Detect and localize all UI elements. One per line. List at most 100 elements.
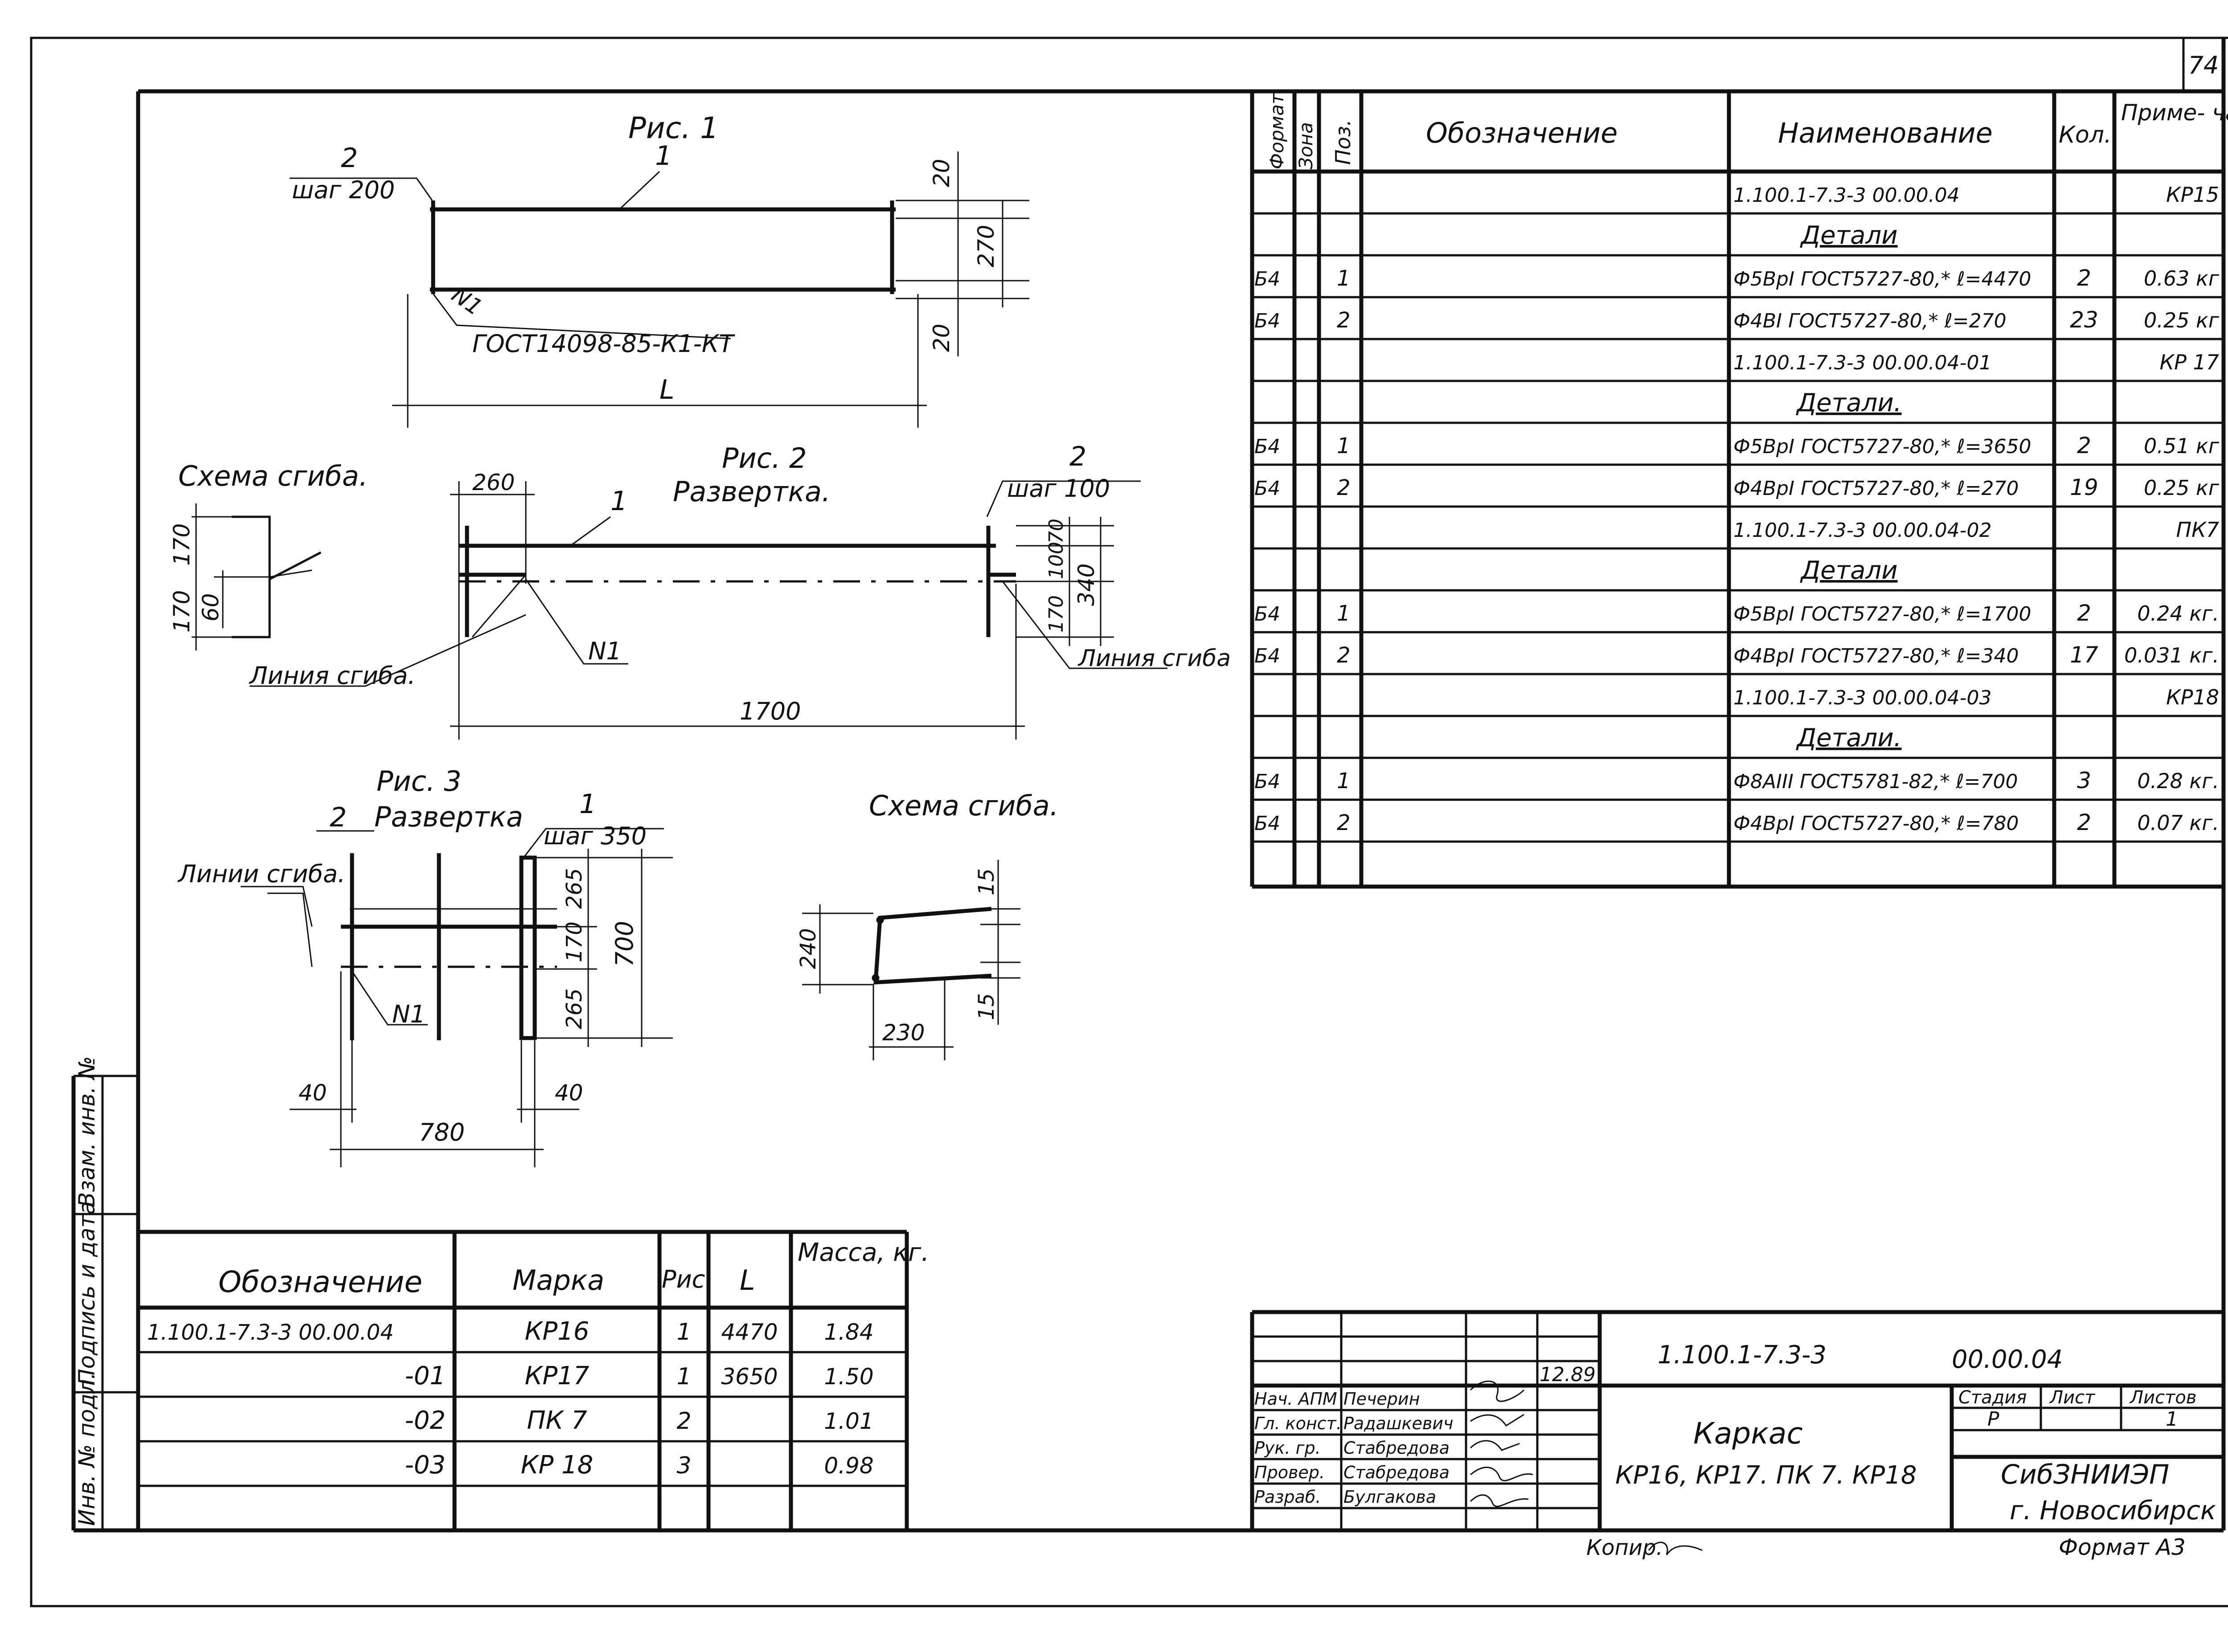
spec-row-name: Ф5ВрI ГОСТ5727-80,* ℓ=1700	[1733, 603, 2031, 626]
fig1-gost: ГОСТ14098-85-К1-КТ	[472, 330, 735, 358]
spec-header-name: Наименование	[1778, 117, 1993, 149]
fig1-pos1: 1	[655, 140, 672, 172]
tb-code: 1.100.1-7.3-3	[1658, 1341, 1827, 1370]
spec-row-name: 1.100.1-7.3-3 00.00.04-03	[1733, 687, 1991, 709]
marks-row-length: 4470	[721, 1319, 778, 1345]
marks-row-fig: 3	[676, 1452, 691, 1479]
spec-row-pos: 2	[1337, 810, 1351, 835]
tb-person: Стабредова	[1343, 1463, 1450, 1482]
marks-row-mark: ПК 7	[527, 1406, 587, 1435]
signature-5	[1470, 1494, 1529, 1507]
spec-row-note: КР15	[2166, 183, 2219, 207]
fig2-dim-c: 170	[1045, 595, 1068, 633]
spec-row-format: Б4	[1254, 812, 1280, 835]
spec-row-heading: Детали.	[1795, 724, 1901, 752]
fig2-dim-a: 100	[1045, 542, 1068, 579]
spec-row-name: Ф4ВрI ГОСТ5727-80,* ℓ=780	[1733, 812, 2019, 835]
bend-scheme-1: Схема сгиба. 170 170 60	[169, 460, 368, 650]
bend3-title: Схема сгиба.	[869, 789, 1059, 822]
fig3-bend-lines: Линии сгиба.	[177, 860, 345, 888]
spec-row-qty: 2	[2077, 810, 2091, 835]
title-block: 12.89 1.100.1-7.3-3 00.00.04 Каркас КР16…	[1250, 1310, 2224, 1560]
spec-row-note: 0.24 кг.	[2137, 601, 2219, 626]
fig2-dim-start: 260	[472, 470, 515, 495]
signature-3	[1470, 1440, 1520, 1451]
marks-header-length: L	[740, 1264, 755, 1296]
spec-row-name: 1.100.1-7.3-3 00.00.04-01	[1733, 352, 1991, 374]
spec-row-note: 0.25 кг	[2144, 308, 2220, 332]
marks-row-mark: КР 18	[521, 1451, 594, 1480]
spec-row-format: Б4	[1254, 268, 1280, 290]
spec-row-pos: 1	[1337, 433, 1351, 458]
tb-role: Гл. конст.	[1254, 1414, 1342, 1433]
figure-2: Рис. 2 Развертка. 1 2 шаг 100 260 Линия …	[249, 441, 1231, 740]
specification-table: Формат Зона Поз. Обозначение Наименовани…	[1250, 91, 2228, 889]
fig2-bend-right: Линия сгиба	[1077, 645, 1231, 672]
fig3-dim-total: 700	[610, 921, 639, 967]
spec-row-name: Ф5ВрI ГОСТ5727-80,* ℓ=3650	[1733, 435, 2031, 458]
marks-row-mass: 0.98	[824, 1453, 873, 1479]
spec-row-name: Ф4ВрI ГОСТ5727-80,* ℓ=340	[1733, 645, 2019, 667]
bend3-dim-width: 230	[882, 1020, 925, 1046]
spec-row-name: Ф4ВрI ГОСТ5727-80,* ℓ=270	[1733, 477, 2019, 500]
marks-row-length: 3650	[721, 1364, 778, 1390]
fig3-dim-c: 265	[562, 988, 587, 1029]
fig3-dim-b: 170	[562, 921, 587, 962]
fig2-dim-b: 70	[1045, 519, 1068, 544]
spec-row-note: 0.51 кг	[2144, 434, 2220, 458]
spec-row-format: Б4	[1254, 603, 1280, 626]
tb-city: г. Новосибирск	[2010, 1495, 2216, 1525]
bend1-dim-b: 170	[169, 590, 195, 633]
fig3-dim-a: 265	[562, 868, 587, 909]
spec-row-format: Б4	[1254, 477, 1280, 500]
spec-row-name: 1.100.1-7.3-3 00.00.04	[1733, 184, 1960, 207]
fig1-pos2: 2	[341, 143, 358, 174]
spec-header-zone: Зона	[1295, 122, 1317, 169]
spec-row-heading: Детали	[1799, 221, 1897, 250]
fig2-step: шаг 100	[1007, 474, 1110, 503]
spec-row-pos: 1	[1337, 769, 1351, 793]
side-sign-date: Подпись и дата	[74, 1201, 100, 1386]
spec-row-qty: 3	[2077, 768, 2091, 793]
marks-row-fig: 1	[676, 1363, 691, 1390]
fig3-weld: N1	[392, 1000, 426, 1028]
fig2-pos2: 2	[1069, 441, 1086, 472]
bend-scheme-3: Схема сгиба. 15 15 240 230	[796, 789, 1059, 1060]
spec-row-note: ПК7	[2176, 518, 2219, 542]
bend3-title-text: Схема сгиба.	[869, 789, 1059, 822]
side-strip: Инв. № подл. Подпись и дата Взам. инв. №	[71, 1056, 138, 1530]
fig3-dim-right: 40	[555, 1080, 583, 1106]
spec-row-format: Б4	[1254, 645, 1280, 667]
fig2-bend-left: Линия сгиба.	[249, 662, 415, 690]
spec-row-qty: 2	[2077, 600, 2091, 626]
spec-row-qty: 2	[2077, 265, 2091, 291]
fig1-dim-top: 20	[929, 159, 954, 187]
spec-row-pos: 2	[1337, 643, 1351, 668]
tb-code-suffix: 00.00.04	[1952, 1345, 2063, 1374]
sheet-number-box	[2182, 37, 2225, 93]
outer-border	[30, 37, 2228, 1607]
marks-row-designation: 1.100.1-7.3-3 00.00.04	[147, 1320, 394, 1345]
marks-row-mark: КР16	[525, 1317, 590, 1346]
bend1-title: Схема сгиба.	[178, 460, 368, 492]
tb-date: 12.89	[1540, 1363, 1596, 1386]
marks-row-mass: 1.50	[824, 1364, 873, 1390]
tb-person: Печерин	[1343, 1389, 1420, 1409]
spec-row-note: 0.25 кг	[2144, 476, 2220, 500]
marks-row-designation: -02	[405, 1406, 446, 1435]
fig3-pos1: 1	[579, 789, 596, 820]
marks-row-designation: -03	[405, 1451, 446, 1480]
fig3-pos2: 2	[330, 802, 347, 833]
tb-org: СибЗНИИЭП	[2001, 1459, 2169, 1490]
marks-row-fig: 1	[676, 1319, 691, 1345]
fig1-title: Рис. 1	[628, 111, 719, 145]
tb-person: Радашкевич	[1343, 1414, 1453, 1433]
marks-table: Обозначение Марка Рис L Масса, кг. 1.100…	[138, 1230, 929, 1530]
fig1-dim-length: L	[659, 374, 674, 405]
spec-row-pos: 1	[1337, 266, 1351, 291]
tb-sheet-label: Лист	[2049, 1387, 2096, 1408]
tb-role: Разраб.	[1254, 1487, 1321, 1507]
fig3-dim-left: 40	[299, 1080, 327, 1106]
spec-row-note: 0.031 кг.	[2124, 643, 2219, 667]
spec-row-heading: Детали	[1799, 556, 1897, 585]
